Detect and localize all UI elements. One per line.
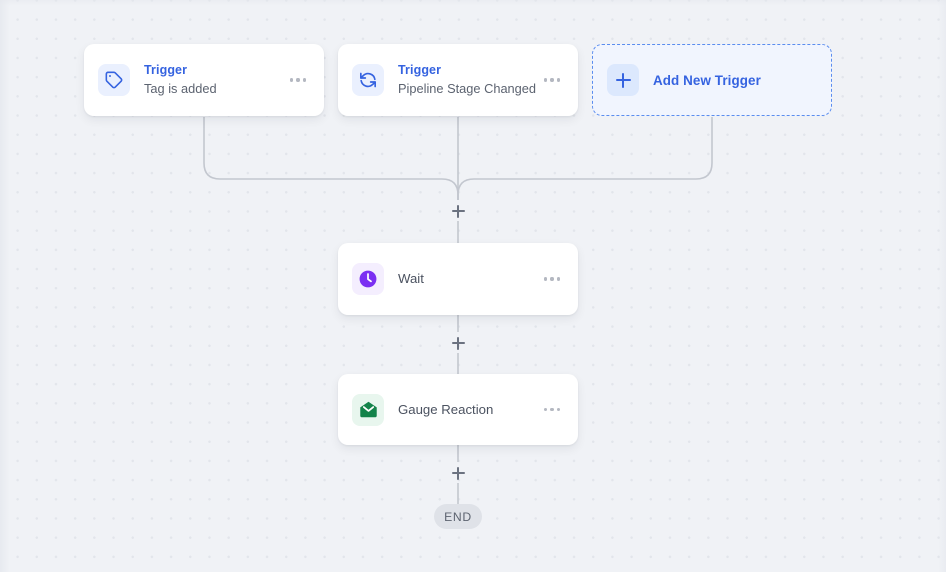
- add-step-after-wait-button[interactable]: [447, 332, 469, 354]
- step-title: Wait: [398, 271, 424, 287]
- step-node-wait[interactable]: Wait: [338, 243, 578, 315]
- trigger-node-pipeline-stage-changed[interactable]: Trigger Pipeline Stage Changed: [338, 44, 578, 116]
- trigger-node-tag-is-added[interactable]: Trigger Tag is added: [84, 44, 324, 116]
- end-badge: END: [434, 504, 482, 529]
- connector-addtrigger-to-merge: [457, 117, 713, 200]
- step-title: Gauge Reaction: [398, 401, 494, 417]
- add-step-after-gauge-reaction-button[interactable]: [447, 462, 469, 484]
- trigger-subtitle: Tag is added: [144, 80, 217, 96]
- trigger-subtitle: Pipeline Stage Changed: [398, 80, 537, 96]
- more-options-icon[interactable]: [542, 72, 562, 87]
- open-envelope-icon: [352, 393, 384, 426]
- tag-icon: [98, 64, 130, 96]
- add-new-trigger-button[interactable]: Add New Trigger: [592, 44, 832, 116]
- plus-icon: [607, 64, 639, 96]
- trigger-kicker: Trigger: [144, 62, 188, 77]
- step-node-text: Wait: [398, 270, 542, 287]
- more-options-icon[interactable]: [288, 72, 308, 87]
- trigger-node-text: Trigger Tag is added: [144, 63, 288, 97]
- step-node-text: Gauge Reaction: [398, 401, 542, 418]
- add-new-trigger-label: Add New Trigger: [653, 72, 761, 88]
- refresh-icon: [352, 64, 384, 96]
- more-options-icon[interactable]: [542, 271, 562, 286]
- step-node-gauge-reaction[interactable]: Gauge Reaction: [338, 374, 578, 445]
- end-label: END: [444, 509, 472, 524]
- trigger-kicker: Trigger: [398, 62, 442, 77]
- trigger-node-text: Trigger Pipeline Stage Changed: [398, 63, 542, 97]
- add-step-after-triggers-button[interactable]: [447, 200, 469, 222]
- clock-icon: [352, 263, 384, 295]
- connector-trigger1-to-merge: [203, 117, 459, 200]
- more-options-icon[interactable]: [542, 402, 562, 417]
